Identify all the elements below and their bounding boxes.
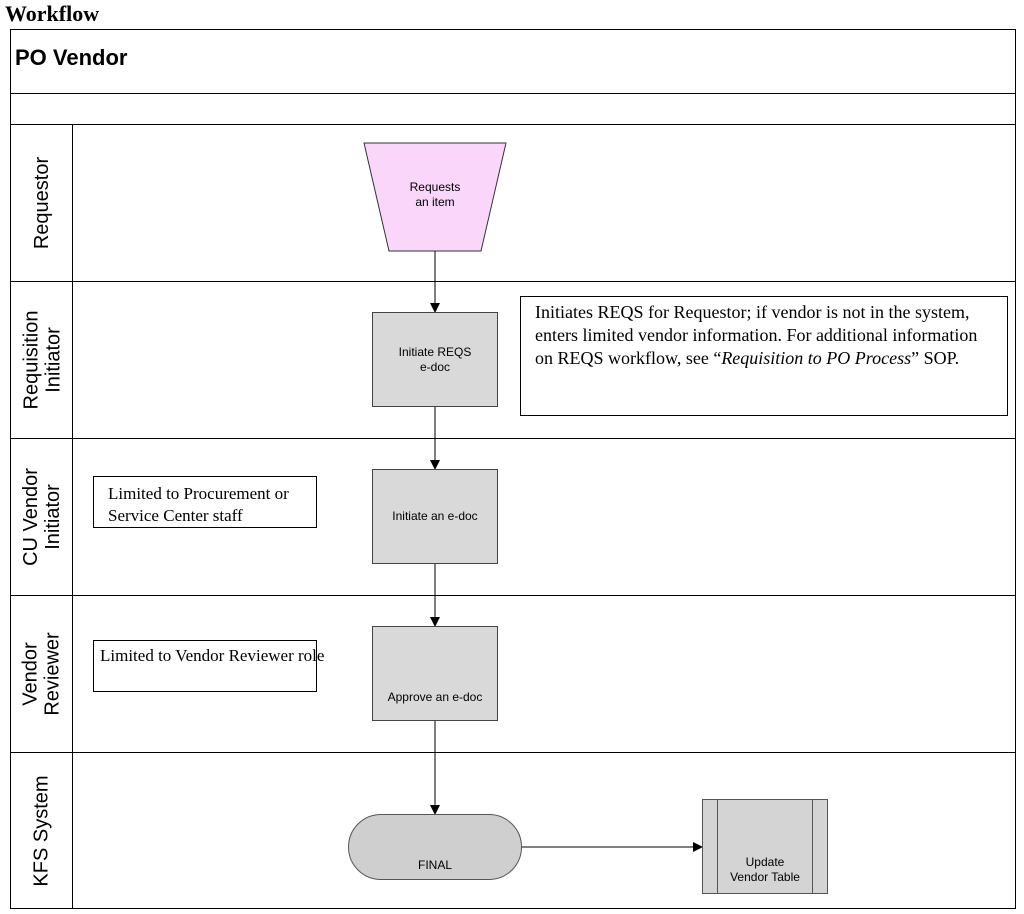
lane-divider xyxy=(10,752,1016,753)
diagram-title: PO Vendor xyxy=(15,45,128,70)
diagram-title-row: PO Vendor xyxy=(10,29,1016,93)
approve-edoc-step: Approve an e-doc xyxy=(372,626,498,721)
lane-divider xyxy=(10,281,1016,282)
predefined-process-bar xyxy=(717,800,718,893)
update-vendor-table-label: Update Vendor Table xyxy=(730,855,800,884)
reqs-note-sop-title: Requisition to PO Process xyxy=(721,348,912,368)
initiate-reqs-step: Initiate REQS e-doc xyxy=(372,312,498,407)
lane-divider xyxy=(10,438,1016,439)
initiate-edoc-step: Initiate an e-doc xyxy=(372,469,498,564)
reqs-note-text-end: ” SOP. xyxy=(911,348,960,368)
title-divider xyxy=(10,93,1016,94)
requests-item-shape xyxy=(363,142,507,252)
reqs-note-text: Initiates REQS for Requestor; if vendor … xyxy=(535,302,978,368)
approve-edoc-label: Approve an e-doc xyxy=(387,690,483,704)
initiate-edoc-label: Initiate an e-doc xyxy=(392,509,478,523)
requests-item-label: Requests an item xyxy=(409,180,461,209)
initiate-reqs-label: Initiate REQS e-doc xyxy=(398,344,472,374)
vendor-reviewer-note: Limited to Vendor Reviewer role xyxy=(93,640,324,692)
final-label: FINAL xyxy=(417,857,452,872)
header-divider xyxy=(10,124,1016,125)
procurement-staff-note: Limited to Procurement or Service Center… xyxy=(93,476,317,528)
document-heading: Workflow xyxy=(5,1,100,26)
lane-divider xyxy=(10,595,1016,596)
final-terminal: FINAL xyxy=(348,814,522,880)
lane-label-divider xyxy=(72,124,73,909)
reqs-workflow-note: Initiates REQS for Requestor; if vendor … xyxy=(520,296,1008,416)
swimlane-diagram-frame xyxy=(10,29,1016,909)
update-vendor-table-process: Update Vendor Table xyxy=(702,799,828,894)
predefined-process-bar xyxy=(812,800,813,893)
